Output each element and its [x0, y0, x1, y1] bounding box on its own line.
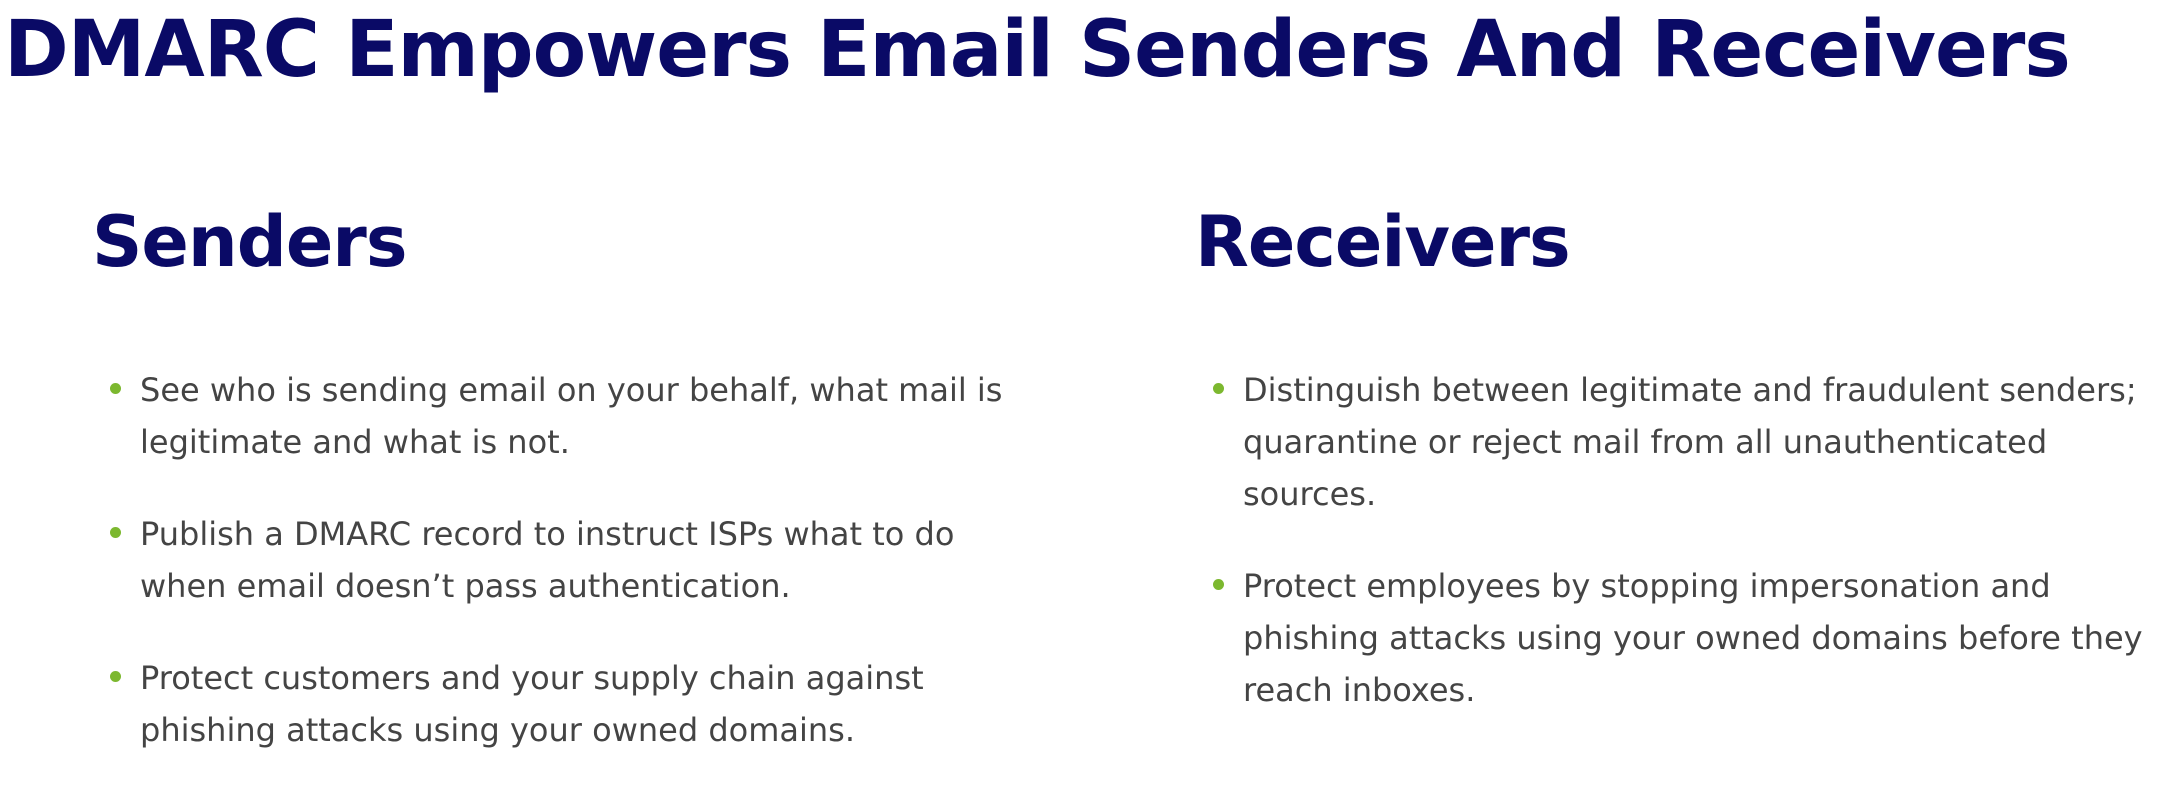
bullet-dot-icon — [110, 383, 121, 394]
senders-list: See who is sending email on your behalf,… — [110, 364, 1020, 796]
list-item-text: See who is sending email on your behalf,… — [140, 371, 1003, 461]
receivers-section: Receivers Distinguish between legitimate… — [1195, 200, 2165, 709]
list-item-text: Protect employees by stopping impersonat… — [1243, 567, 2143, 709]
list-item-text: Distinguish between legitimate and fraud… — [1243, 371, 2137, 513]
senders-heading: Senders — [92, 201, 408, 283]
list-item: Distinguish between legitimate and fraud… — [1213, 364, 2153, 520]
receivers-list: Distinguish between legitimate and fraud… — [1213, 364, 2153, 756]
bullet-dot-icon — [110, 671, 121, 682]
senders-section: Senders See who is sending email on your… — [92, 200, 1042, 749]
list-item: See who is sending email on your behalf,… — [110, 364, 1020, 468]
bullet-dot-icon — [1213, 383, 1224, 394]
bullet-dot-icon — [110, 527, 121, 538]
list-item: Publish a DMARC record to instruct ISPs … — [110, 508, 1020, 612]
list-item: Protect employees by stopping impersonat… — [1213, 560, 2153, 716]
list-item-text: Publish a DMARC record to instruct ISPs … — [140, 515, 955, 605]
list-item-text: Protect customers and your supply chain … — [140, 659, 924, 749]
receivers-heading: Receivers — [1195, 201, 1571, 283]
page-title: DMARC Empowers Email Senders And Receive… — [4, 5, 2071, 95]
bullet-dot-icon — [1213, 579, 1224, 590]
list-item: Protect customers and your supply chain … — [110, 652, 1020, 756]
